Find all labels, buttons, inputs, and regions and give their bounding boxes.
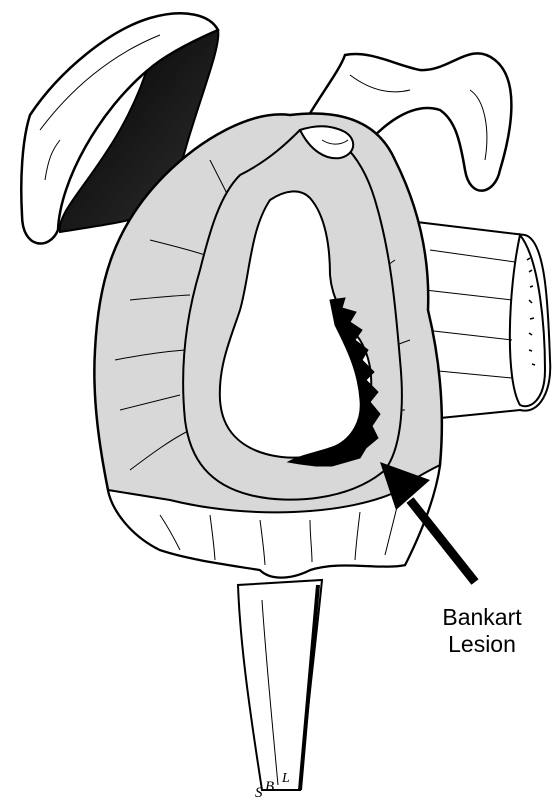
lesion-label-line1: Bankart: [412, 604, 552, 631]
lesion-label-line2: Lesion: [412, 631, 552, 658]
bankart-lesion-label: Bankart Lesion: [412, 604, 552, 658]
biceps-tendon: [238, 580, 322, 790]
